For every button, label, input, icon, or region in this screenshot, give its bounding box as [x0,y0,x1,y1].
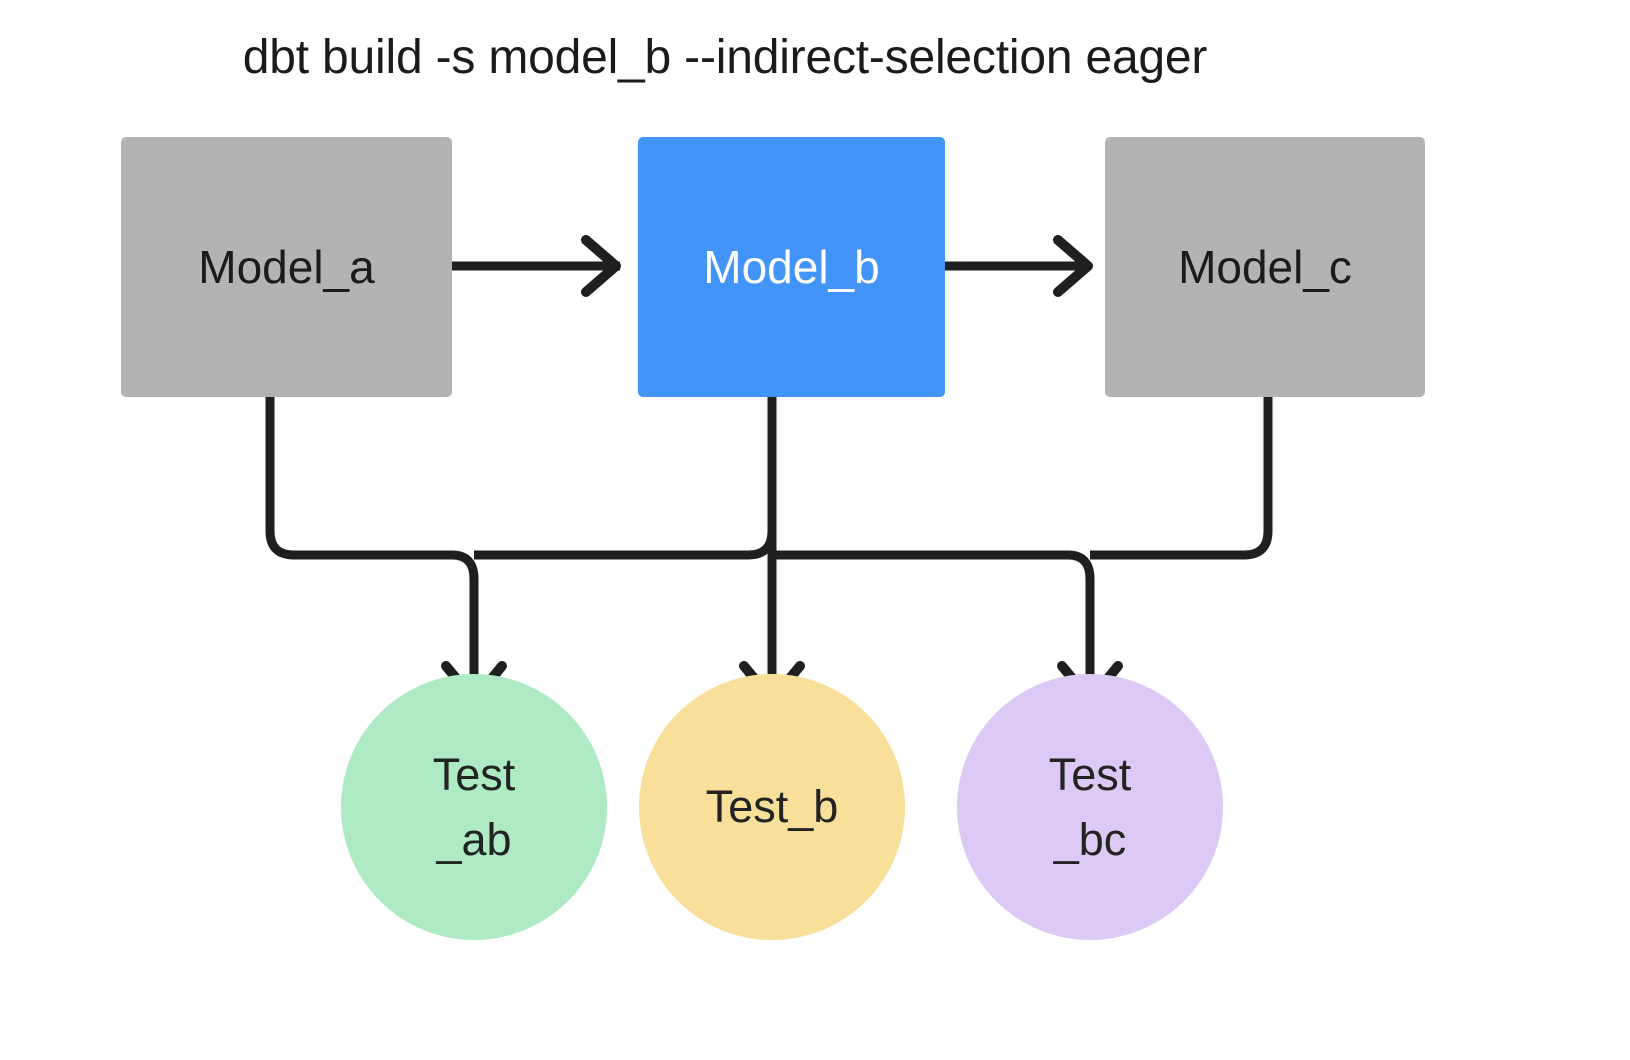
node-test-bc-label-line1: Test [1048,748,1132,800]
node-test-ab[interactable]: Test _ab [341,674,607,940]
node-test-bc-label-line2: _bc [1053,814,1127,865]
arrowhead-model-b [581,235,621,297]
node-test-ab-label-line2: _ab [436,814,512,865]
edge-model-a-drop [265,397,452,560]
node-test-ab-label-line1: Test [432,748,516,800]
node-model-a-label: Model_a [198,240,375,293]
node-model-c-label: Model_c [1178,240,1352,293]
edge-bus-center-to-right [772,550,1095,700]
node-model-a[interactable]: Model_a [121,137,452,397]
edge-bus-left-to-center [474,530,777,560]
node-test-bc[interactable]: Test _bc [957,674,1223,940]
edge-model-c-drop [1092,397,1273,560]
arrowhead-model-c [1053,235,1093,297]
node-model-b-label: Model_b [703,240,880,293]
page-title: dbt build -s model_b --indirect-selectio… [242,31,1208,84]
node-test-b[interactable]: Test_b [639,674,905,940]
node-model-c[interactable]: Model_c [1105,137,1425,397]
node-test-b-label-line1: Test_b [705,781,839,833]
node-model-b[interactable]: Model_b [638,137,945,397]
